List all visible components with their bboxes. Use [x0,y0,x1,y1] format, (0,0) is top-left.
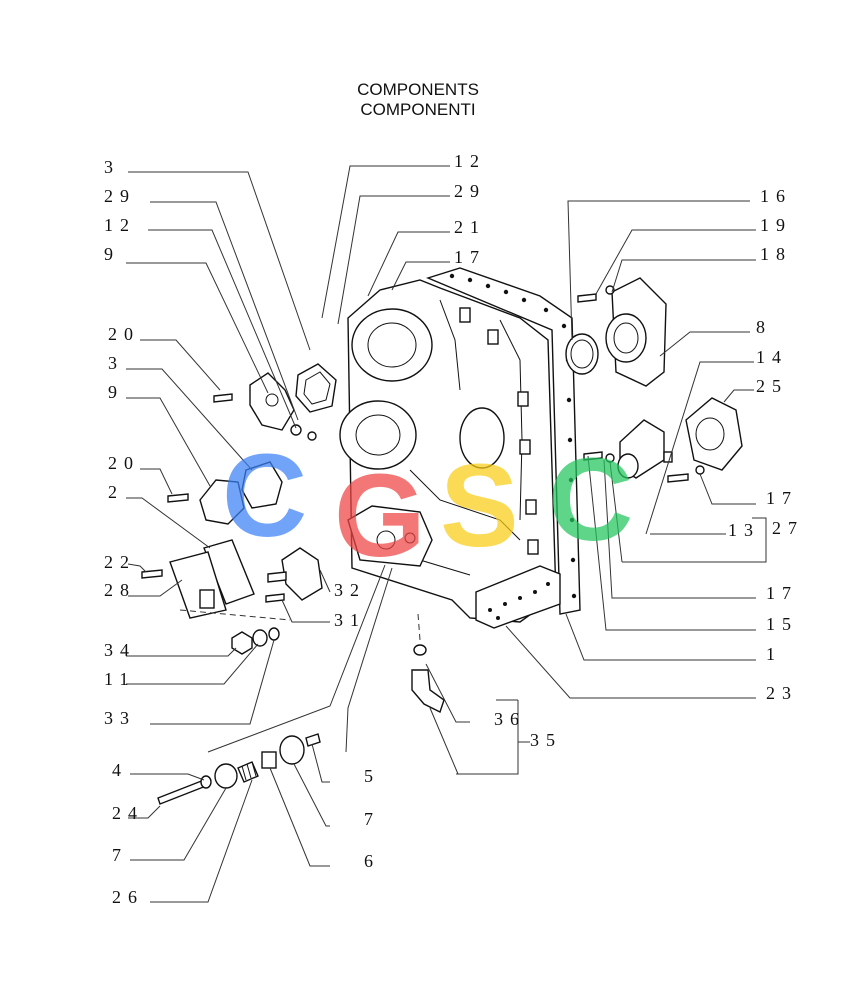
label-32: 32 [334,580,366,600]
left-parts [141,363,337,655]
label-17-center: 17 [454,247,486,267]
label-19: 19 [760,215,792,235]
label-11: 11 [104,669,135,689]
label-23: 23 [766,683,798,703]
label-12-left: 12 [104,215,136,235]
label-7-center: 7 [364,809,380,829]
watermark-letter-g: G [334,450,426,582]
label-2: 2 [108,482,124,502]
label-4: 4 [112,760,128,780]
gearbox-housing [339,267,581,629]
title-components: COMPONENTS [357,80,479,99]
watermark-letter-s: S [440,440,519,572]
label-3-lower: 3 [108,353,124,373]
bottom-left-parts [157,564,393,805]
label-6: 6 [364,851,380,871]
label-7-left: 7 [112,845,128,865]
label-17-right-top: 17 [766,488,798,508]
label-26: 26 [112,887,144,907]
watermark-letter-c2: C [548,434,633,566]
label-9-top: 9 [104,244,120,264]
label-36: 36 [494,709,526,729]
leader-lines [126,165,767,903]
watermark-letter-c1: C [222,430,307,562]
label-1: 1 [766,644,782,664]
fitting-parts [411,613,445,713]
label-31: 31 [334,610,366,630]
label-29-center: 29 [454,181,486,201]
label-3-top: 3 [104,157,120,177]
label-35: 35 [530,730,562,750]
label-17-right-lower: 17 [766,583,798,603]
label-28: 28 [104,580,136,600]
label-22: 22 [104,552,136,572]
label-21: 21 [454,217,486,237]
label-13: 13 [728,520,760,540]
callout-labels: 3 29 12 9 20 3 9 20 2 22 28 34 11 33 4 2… [104,151,804,907]
label-27: 27 [772,518,804,538]
label-16: 16 [760,186,792,206]
label-25: 25 [756,376,788,396]
label-29-left: 29 [104,186,136,206]
label-8: 8 [756,317,772,337]
cgsc-watermark: C G S C [222,430,633,582]
label-20-top: 20 [108,324,140,344]
label-5: 5 [364,766,380,786]
label-14: 14 [756,347,788,367]
label-12-center: 12 [454,151,486,171]
label-24: 24 [112,803,144,823]
label-20-lower: 20 [108,453,140,473]
label-18: 18 [760,244,792,264]
label-34: 34 [104,640,136,660]
right-parts [565,277,743,483]
title-componenti: COMPONENTI [360,100,476,119]
label-15: 15 [766,614,798,634]
label-9-lower: 9 [108,382,124,402]
label-33: 33 [104,708,136,728]
